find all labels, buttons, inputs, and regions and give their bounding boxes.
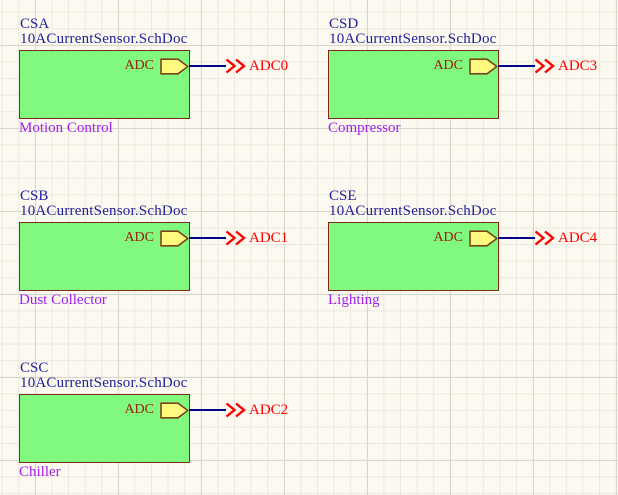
offsheet-connector-chevron-icon[interactable] xyxy=(534,230,555,246)
wire[interactable] xyxy=(189,237,226,239)
net-label[interactable]: ADC2 xyxy=(249,402,289,418)
sheet-entry-label[interactable]: ADC xyxy=(433,58,463,73)
sheet-entry-label[interactable]: ADC xyxy=(124,402,154,417)
sheet-name-label[interactable]: Lighting xyxy=(328,292,380,308)
sheet-name-label[interactable]: Dust Collector xyxy=(19,292,107,308)
offsheet-connector-chevron-icon[interactable] xyxy=(225,58,246,74)
sheet-symbol-designator[interactable]: CSC xyxy=(20,360,49,376)
sheet-symbol-designator[interactable]: CSB xyxy=(20,188,49,204)
sheet-entry-port-icon[interactable] xyxy=(160,401,189,419)
wire[interactable] xyxy=(189,65,226,67)
offsheet-connector-chevron-icon[interactable] xyxy=(225,402,246,418)
sheet-symbol-filename[interactable]: 10ACurrentSensor.SchDoc xyxy=(329,203,497,219)
offsheet-connector-chevron-icon[interactable] xyxy=(534,58,555,74)
sheet-entry-port-icon[interactable] xyxy=(469,229,498,247)
net-label[interactable]: ADC4 xyxy=(558,230,598,246)
sheet-symbol-filename[interactable]: 10ACurrentSensor.SchDoc xyxy=(20,203,188,219)
sheet-entry-port-icon[interactable] xyxy=(160,57,189,75)
sheet-symbol-designator[interactable]: CSD xyxy=(329,16,359,32)
sheet-entry-label[interactable]: ADC xyxy=(433,230,463,245)
wire[interactable] xyxy=(498,65,535,67)
sheet-symbol-csc[interactable]: CSC 10ACurrentSensor.SchDoc ADC ADC2 Chi… xyxy=(19,360,288,480)
sheet-symbol-csb[interactable]: CSB 10ACurrentSensor.SchDoc ADC ADC1 Dus… xyxy=(19,188,288,308)
wire[interactable] xyxy=(189,409,226,411)
offsheet-connector-chevron-icon[interactable] xyxy=(225,230,246,246)
sheet-symbol-designator[interactable]: CSE xyxy=(329,188,357,204)
sheet-name-label[interactable]: Motion Control xyxy=(19,120,113,136)
sheet-symbol-filename[interactable]: 10ACurrentSensor.SchDoc xyxy=(329,31,497,47)
wire[interactable] xyxy=(498,237,535,239)
sheet-symbol-designator[interactable]: CSA xyxy=(20,16,50,32)
net-label[interactable]: ADC1 xyxy=(249,230,289,246)
sheet-name-label[interactable]: Chiller xyxy=(19,464,61,480)
sheet-symbol-filename[interactable]: 10ACurrentSensor.SchDoc xyxy=(20,31,188,47)
sheet-symbol-filename[interactable]: 10ACurrentSensor.SchDoc xyxy=(20,375,188,391)
sheet-symbol-cse[interactable]: CSE 10ACurrentSensor.SchDoc ADC ADC4 Lig… xyxy=(328,188,597,308)
sheet-entry-label[interactable]: ADC xyxy=(124,230,154,245)
sheet-entry-port-icon[interactable] xyxy=(469,57,498,75)
net-label[interactable]: ADC3 xyxy=(558,58,598,74)
sheet-entry-port-icon[interactable] xyxy=(160,229,189,247)
sheet-name-label[interactable]: Compressor xyxy=(328,120,401,136)
net-label[interactable]: ADC0 xyxy=(249,58,289,74)
sheet-entry-label[interactable]: ADC xyxy=(124,58,154,73)
sheet-symbol-csa[interactable]: CSA 10ACurrentSensor.SchDoc ADC ADC0 Mot… xyxy=(19,16,288,136)
sheet-symbol-csd[interactable]: CSD 10ACurrentSensor.SchDoc ADC ADC3 Com… xyxy=(328,16,597,136)
